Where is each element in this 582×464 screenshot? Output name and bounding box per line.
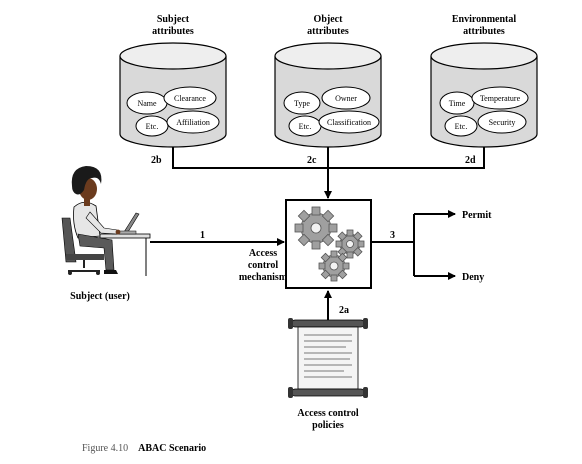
object-db-title-2: attributes xyxy=(307,26,349,37)
policies-label-1: Access control xyxy=(297,408,358,419)
edge-label-1: 1 xyxy=(200,230,205,241)
attr-owner: Owner xyxy=(335,94,357,103)
edge-label-2a: 2a xyxy=(339,305,349,316)
figure-title: ABAC Scenario xyxy=(138,443,207,454)
attr-clearance: Clearance xyxy=(174,94,206,103)
attribute-connectors xyxy=(172,147,485,199)
policies-label-2: policies xyxy=(312,420,344,431)
attr-temperature: Temperature xyxy=(480,94,521,103)
policy-scroll-icon xyxy=(288,318,368,398)
subject-db-title-1: Subject xyxy=(157,14,190,25)
attr-classification: Classification xyxy=(327,118,371,127)
subject-db-title-2: attributes xyxy=(152,26,194,37)
edge-label-3: 3 xyxy=(390,230,395,241)
object-db-title-1: Object xyxy=(314,14,344,25)
figure-number: Figure 4.10 xyxy=(82,443,129,454)
attr-etc: Etc. xyxy=(299,122,312,131)
attr-etc: Etc. xyxy=(455,122,468,131)
permit-label: Permit xyxy=(462,210,492,221)
access-control-mechanism xyxy=(285,199,372,289)
object-attributes-database: Object attributes Type Owner Etc. Classi… xyxy=(274,14,382,148)
env-db-title-1: Environmental xyxy=(452,14,516,25)
edge-label-2c: 2c xyxy=(307,155,317,166)
gears-icon xyxy=(294,206,365,282)
environmental-attributes-database: Environmental attributes Time Temperatur… xyxy=(430,14,538,148)
attr-name: Name xyxy=(137,99,157,108)
env-db-title-2: attributes xyxy=(463,26,505,37)
mechanism-label-3: mechanism xyxy=(239,272,288,283)
attr-affiliation: Affiliation xyxy=(176,118,210,127)
subject-user-figure xyxy=(61,166,151,276)
edge-label-2b: 2b xyxy=(151,155,162,166)
edge-label-2d: 2d xyxy=(465,155,476,166)
decision-arrows xyxy=(371,210,456,280)
mechanism-label-1: Access xyxy=(249,248,277,259)
attr-etc: Etc. xyxy=(146,122,159,131)
subject-attributes-database: Subject attributes Name Clearance Etc. A… xyxy=(119,14,227,148)
attr-type: Type xyxy=(294,99,310,108)
subject-user-label: Subject (user) xyxy=(70,291,130,302)
attr-time: Time xyxy=(449,99,466,108)
deny-label: Deny xyxy=(462,272,484,283)
attr-security: Security xyxy=(489,118,516,127)
mechanism-label-2: control xyxy=(248,260,279,271)
figure-caption: Figure 4.10 ABAC Scenario xyxy=(82,443,206,454)
